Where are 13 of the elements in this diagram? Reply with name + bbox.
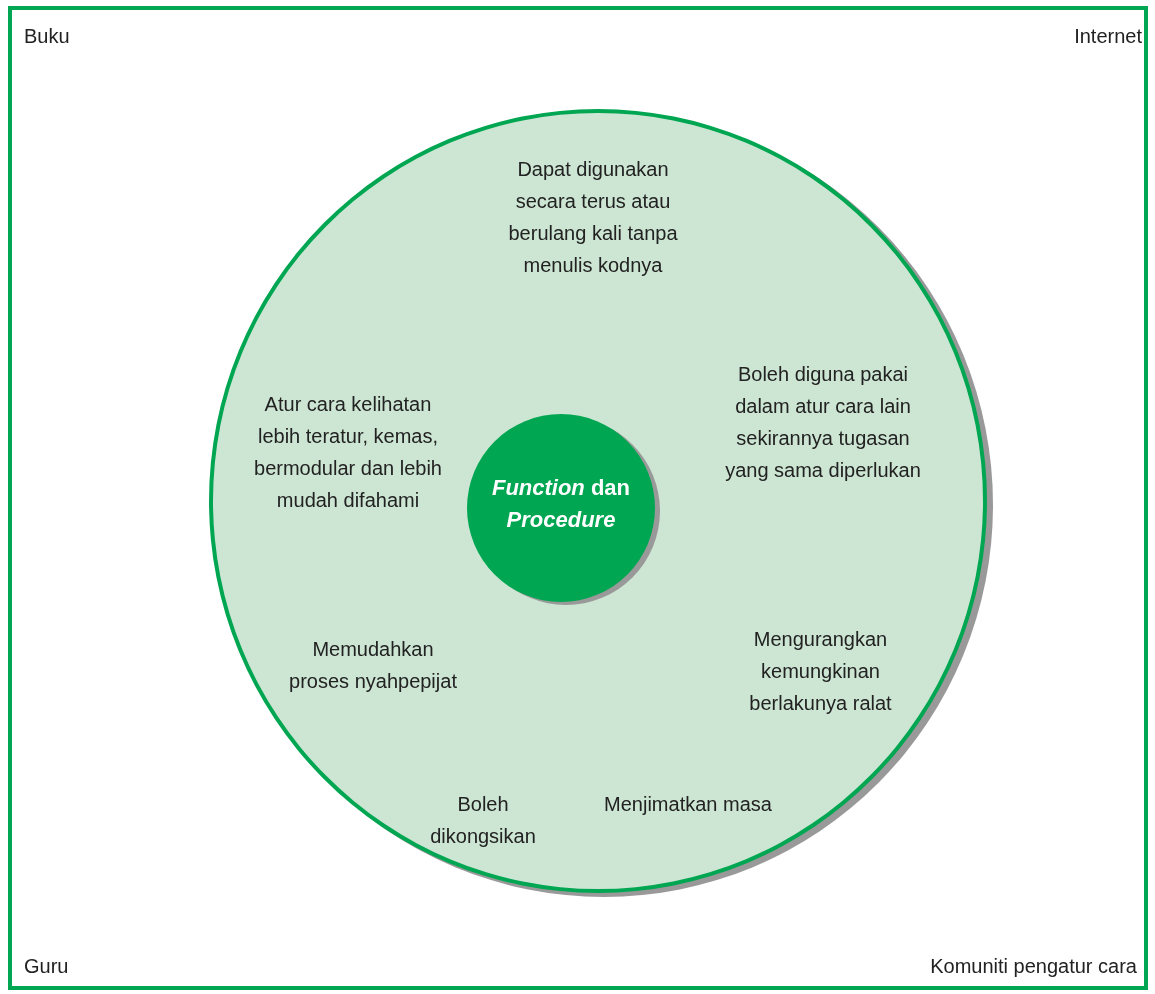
benefit-text: Boleh diguna pakai dalam atur cara lain sekirannya tugasan yang sama diperlukan — [724, 362, 922, 483]
benefit-text: Mengurangkan kemungkinan berlakunya ralat — [748, 627, 893, 716]
source-label: Internet — [1073, 24, 1142, 49]
source-label: Buku — [24, 24, 71, 49]
benefit-text: Dapat digunakan secara terus atau berulang kali tanpa menulis kodnya — [507, 157, 679, 278]
source-label: Komuniti pengatur cara — [929, 954, 1137, 979]
benefit-text: Memudahkan proses nyahpepijat — [288, 637, 458, 694]
source-label: Guru — [24, 954, 70, 979]
benefit-text: Menjimatkan masa — [603, 792, 773, 817]
outer-frame — [8, 6, 1148, 990]
benefit-text: Atur cara kelihatan lebih teratur, kemas, bermodular dan lebih mudah difahami — [253, 392, 443, 513]
center-title: Function dan Procedure — [491, 474, 631, 534]
benefit-text: Boleh dikongsikan — [429, 792, 537, 849]
